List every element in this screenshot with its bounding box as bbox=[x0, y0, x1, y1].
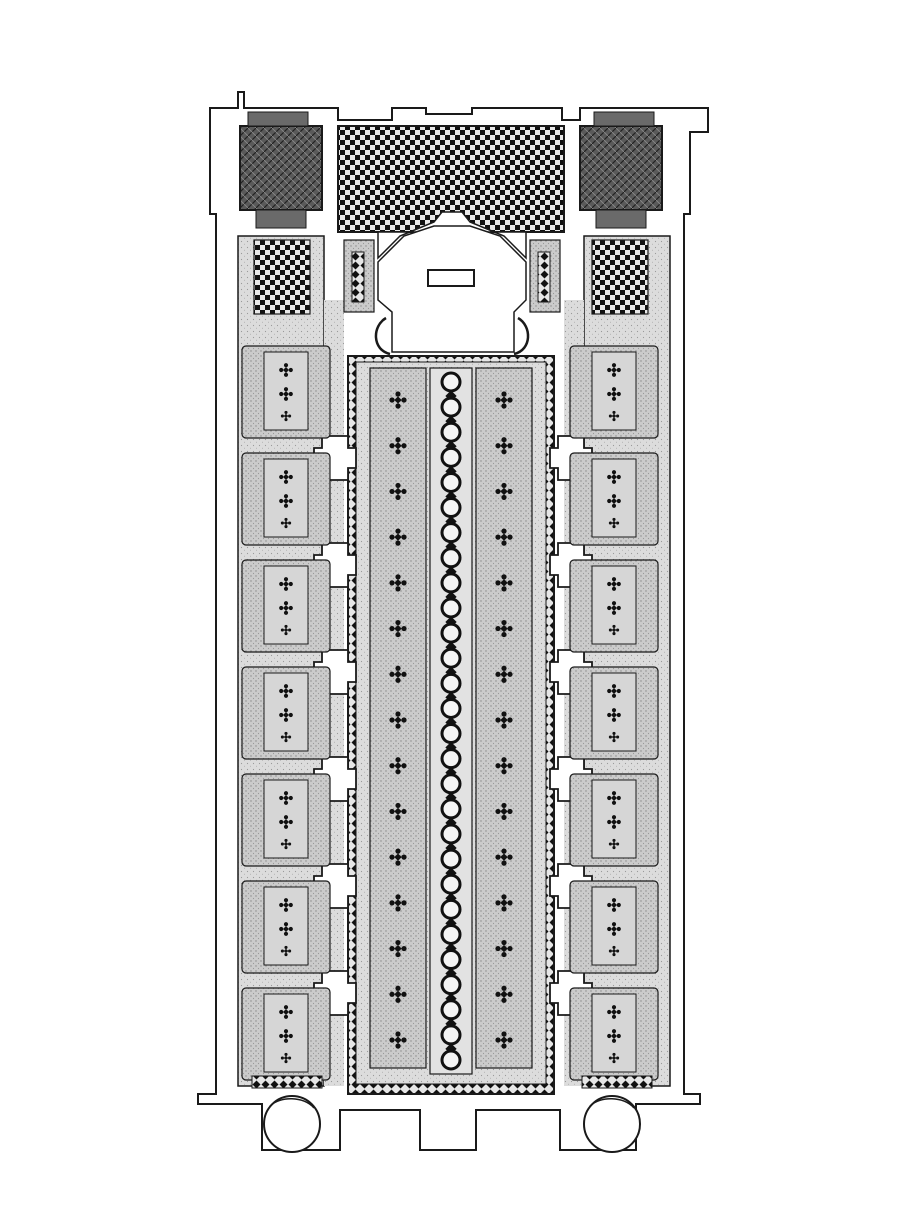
aisle-bays bbox=[241, 345, 659, 1081]
side-chapels bbox=[343, 239, 561, 313]
sanctuary bbox=[374, 225, 530, 356]
ring-ornament-icon bbox=[440, 974, 462, 996]
ring-ornament-icon bbox=[440, 848, 462, 870]
ring-ornament-icon bbox=[440, 471, 462, 493]
ring-ornament-icon bbox=[440, 697, 462, 719]
ring-ornament-icon bbox=[440, 396, 462, 418]
ring-ornament-icon bbox=[440, 898, 462, 920]
ring-ornament-icon bbox=[440, 672, 462, 694]
nave bbox=[347, 355, 555, 1095]
ring-ornament-icon bbox=[440, 748, 462, 770]
ring-ornament-icon bbox=[440, 647, 462, 669]
ring-ornament-icon bbox=[440, 723, 462, 745]
ring-ornament-icon bbox=[440, 446, 462, 468]
ring-ornament-icon bbox=[440, 923, 462, 945]
nave-left-panel-crosses bbox=[389, 391, 407, 1049]
upper-aisle-mosaics bbox=[253, 239, 649, 315]
ring-ornament-icon bbox=[440, 773, 462, 795]
ring-ornament-icon bbox=[440, 371, 462, 393]
ring-ornament-icon bbox=[440, 798, 462, 820]
left-tower bbox=[239, 111, 323, 229]
ring-ornament-icon bbox=[440, 522, 462, 544]
ring-ornament-icon bbox=[440, 1024, 462, 1046]
ring-ornament-icon bbox=[440, 999, 462, 1021]
altar bbox=[427, 269, 475, 287]
ring-ornament-icon bbox=[440, 572, 462, 594]
ring-ornament-icon bbox=[440, 949, 462, 971]
nave-right-panel-crosses bbox=[495, 391, 513, 1049]
ring-ornament-icon bbox=[440, 597, 462, 619]
ring-ornament-icon bbox=[440, 622, 462, 644]
left-stair bbox=[263, 1095, 321, 1153]
ring-ornament-icon bbox=[440, 823, 462, 845]
portico bbox=[337, 125, 565, 260]
right-tower bbox=[579, 111, 663, 229]
entrance-band bbox=[251, 1075, 653, 1089]
ring-ornament-icon bbox=[440, 547, 462, 569]
right-stair bbox=[583, 1095, 641, 1153]
nave-central-ring-strip bbox=[440, 371, 462, 1071]
ring-ornament-icon bbox=[440, 873, 462, 895]
ring-ornament-icon bbox=[440, 1049, 462, 1071]
ring-ornament-icon bbox=[440, 497, 462, 519]
ring-ornament-icon bbox=[440, 421, 462, 443]
